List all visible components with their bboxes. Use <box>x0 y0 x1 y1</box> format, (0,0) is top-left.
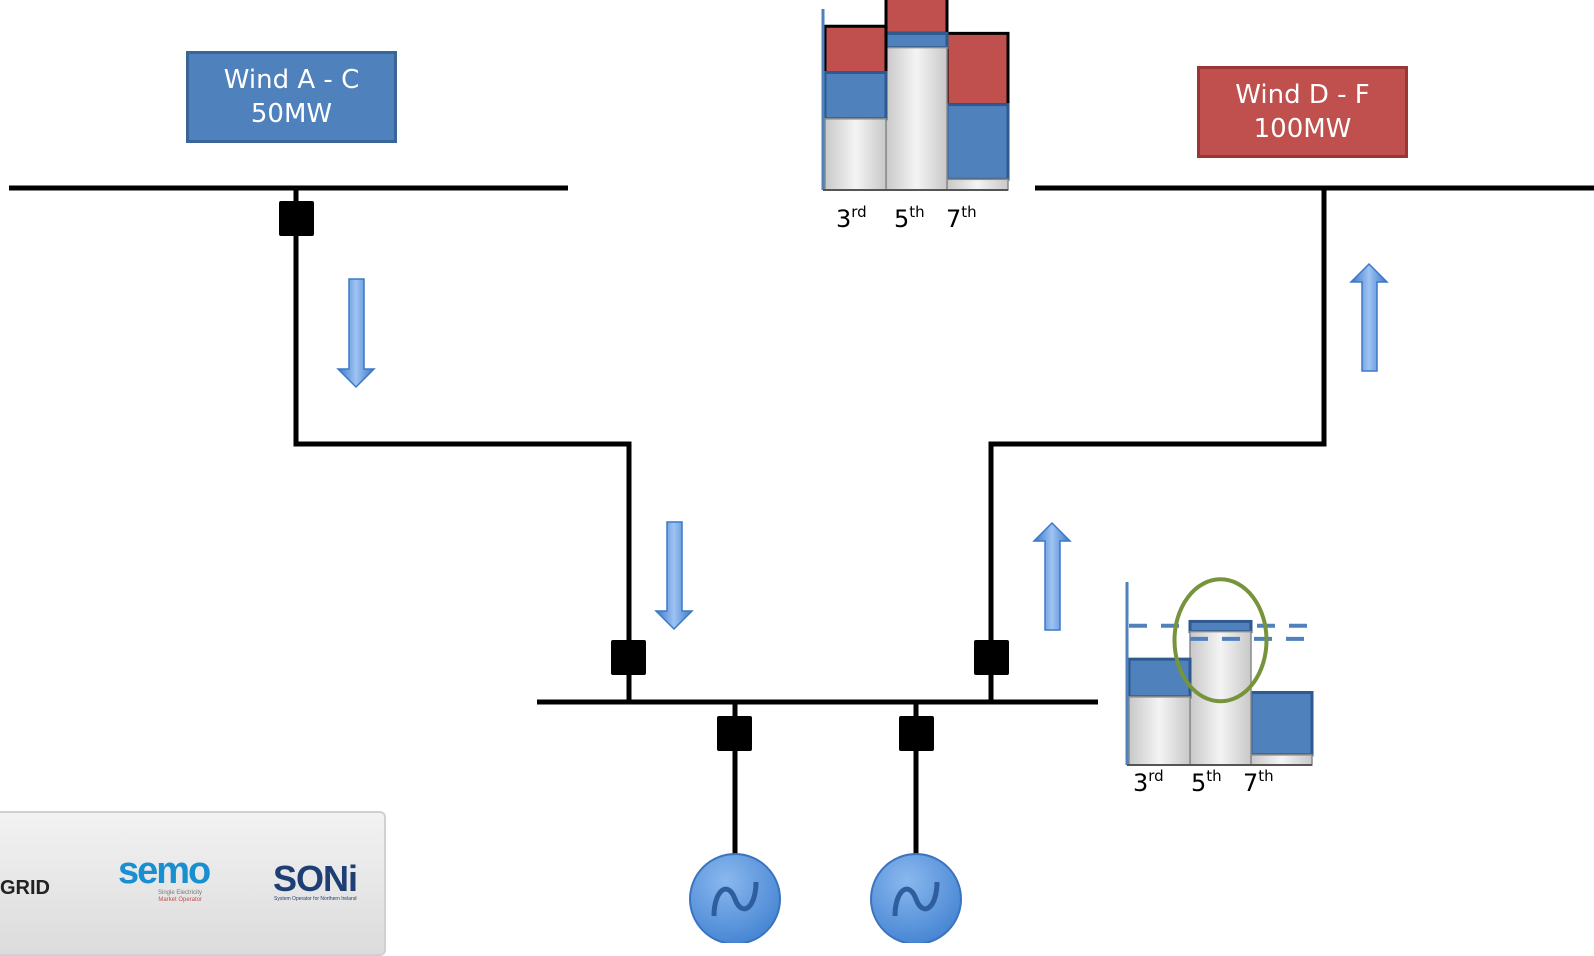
harmonic-label-3rd: 3rd <box>1133 767 1164 797</box>
soni-logo-subtitle: System Operator for Northern Ireland <box>274 896 357 902</box>
harmonic-chart-bottom <box>1125 577 1314 766</box>
logo-panel <box>0 811 386 956</box>
feeder-right <box>988 188 1327 702</box>
bar-7th-background <box>946 178 1009 191</box>
semo-logo-subtitle: Single Electricity Market Operator <box>158 890 203 903</box>
breaker-wind-a <box>279 201 314 236</box>
breaker-right-feeder <box>974 640 1009 675</box>
bar-5th-wind-a-c <box>884 31 949 50</box>
bar-3rd-wind-d-f <box>823 24 888 75</box>
harmonic-label-3rd: 3rd <box>836 203 867 233</box>
harmonic-label-5th: 5th <box>1191 767 1222 797</box>
flow-arrows <box>336 262 1389 631</box>
wind-farm-a-c: Wind A - C 50MW <box>186 51 397 143</box>
arrow-up-icon <box>1032 521 1072 631</box>
wind-farm-a-c-capacity: 50MW <box>250 99 333 129</box>
wind-farm-d-f-capacity: 100MW <box>1253 114 1352 144</box>
sine-wave-icon <box>711 881 759 917</box>
bar-7th-wind-a-c <box>945 103 1010 181</box>
harmonic-label-7th: 7th <box>946 203 977 233</box>
harmonic-chart-top <box>821 0 1010 191</box>
sine-wave-icon <box>892 881 940 917</box>
arrow-down-icon <box>336 278 376 389</box>
wind-farm-a-c-name: Wind A - C <box>223 65 360 95</box>
breaker-left-feeder <box>611 640 646 675</box>
feeder-left <box>293 188 632 702</box>
generator-1 <box>689 853 781 943</box>
generator-2 <box>870 853 962 943</box>
wind-farm-d-f-name: Wind D - F <box>1235 80 1370 110</box>
wind-farm-d-f: Wind D - F 100MW <box>1197 66 1408 158</box>
bar-7th-background <box>1250 754 1313 766</box>
harmonic-label-5th: 5th <box>894 203 925 233</box>
breaker-generator-1 <box>717 716 752 751</box>
bar-5th-wind-d-f <box>884 0 949 35</box>
bar-3rd-background <box>824 118 887 191</box>
arrow-up-icon <box>1349 262 1389 372</box>
harmonic-label-7th: 7th <box>1243 767 1274 797</box>
bar-3rd-wind-a-c <box>823 71 888 121</box>
busbars <box>9 185 1594 705</box>
breakers <box>279 201 1009 751</box>
bar-5th-background <box>1189 630 1252 766</box>
highlight-ellipse <box>1172 577 1269 704</box>
soni-logo: SONi <box>273 858 358 899</box>
bar-3rd-wind-combined <box>1127 657 1192 699</box>
bar-3rd-background <box>1128 696 1191 766</box>
bar-7th-wind-d-f <box>945 31 1010 107</box>
bar-5th-background <box>885 46 948 191</box>
semo-logo: semo <box>118 850 211 892</box>
breaker-generator-2 <box>899 716 934 751</box>
generators <box>689 853 962 943</box>
eirgrid-logo: GRID <box>0 877 50 899</box>
arrow-down-icon <box>654 521 694 631</box>
bar-7th-wind-combined <box>1249 691 1314 757</box>
